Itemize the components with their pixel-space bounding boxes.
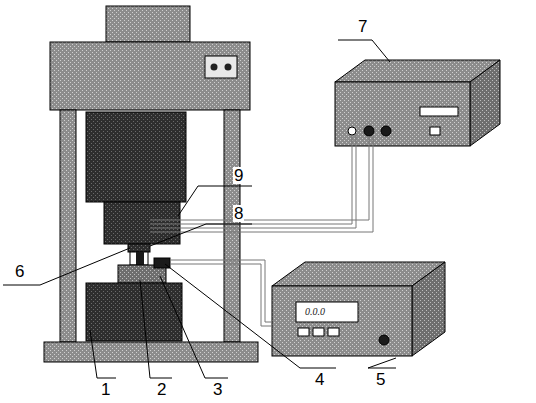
callout-number: 8 <box>233 205 244 222</box>
callout-number: 3 <box>212 381 223 398</box>
callout-number: 5 <box>375 371 386 388</box>
callout-number: 2 <box>156 381 167 398</box>
callout-number: 1 <box>100 381 111 398</box>
callout-number: 4 <box>314 371 325 388</box>
callout-number: 6 <box>14 263 25 280</box>
callout-number: 7 <box>357 18 368 35</box>
callout-number: 9 <box>233 167 244 184</box>
display-reading: 0.0.0 <box>305 307 325 317</box>
